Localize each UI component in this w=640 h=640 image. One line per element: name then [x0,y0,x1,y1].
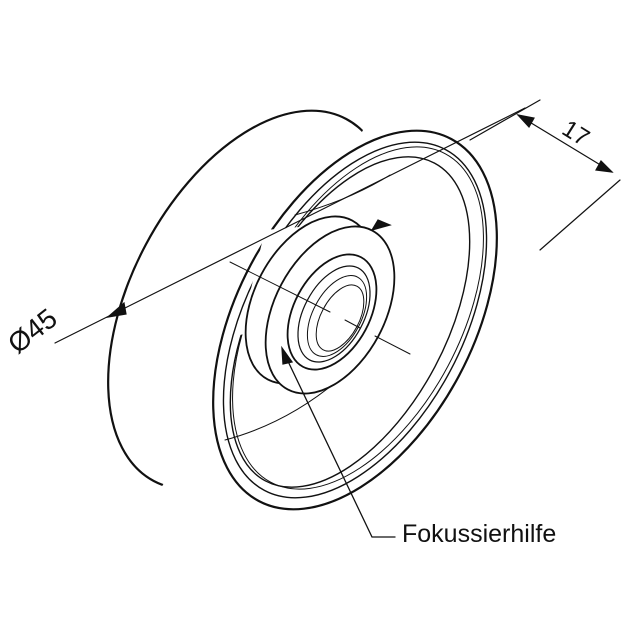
center-line [229,261,411,355]
width-dimension [469,99,621,251]
diameter-dimension [54,107,526,344]
callout-label: Fokussierhilfe [402,520,557,548]
callout-leader [281,345,396,538]
